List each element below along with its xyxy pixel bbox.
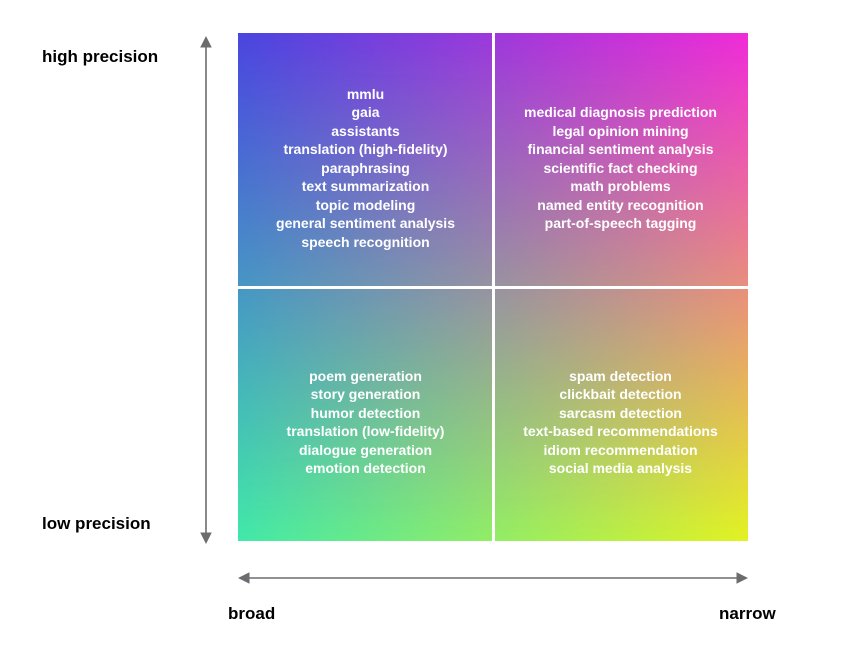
task-item: mmlu: [346, 85, 385, 102]
task-item: translation (low-fidelity): [286, 423, 445, 439]
y-axis-arrowhead-down-icon: [200, 532, 212, 544]
task-item: humor detection: [310, 404, 421, 421]
task-item: social media analysis: [548, 460, 693, 476]
task-item: emotion detection: [305, 460, 426, 476]
y-axis-low-label: low precision: [42, 514, 151, 533]
task-item: clickbait detection: [559, 386, 682, 402]
task-item: sarcasm detection: [559, 404, 682, 421]
task-item: legal opinion mining: [552, 122, 689, 139]
task-item: general sentiment analysis: [276, 215, 455, 232]
y-axis-arrow: [200, 36, 212, 544]
x-axis-arrowhead-left-icon: [238, 572, 250, 584]
task-item: paraphrasing: [321, 159, 410, 176]
task-item: translation (high-fidelity): [283, 141, 448, 158]
task-item: dialogue generation: [298, 441, 432, 458]
task-item: spam detection: [569, 367, 672, 384]
task-item: text-based recommendations: [523, 423, 718, 439]
x-axis-narrow-label: narrow: [719, 604, 776, 623]
task-item: medical diagnosis prediction: [524, 104, 717, 121]
task-item: assistants: [331, 122, 400, 139]
task-item: topic modeling: [315, 196, 416, 213]
quadrant-low-precision-narrow: spam detection clickbait detection sarcasm…: [493, 295, 748, 549]
y-axis-arrowhead-up-icon: [200, 36, 212, 48]
task-item: math problems: [570, 178, 671, 195]
task-item: part-of-speech tagging: [544, 215, 697, 232]
x-axis-broad-label: broad: [228, 604, 276, 623]
task-item: idiom recommendation: [543, 441, 698, 458]
x-axis-arrowhead-right-icon: [736, 572, 748, 584]
task-item: scientific fact checking: [543, 159, 698, 176]
horizontal-divider: [238, 285, 748, 289]
task-item: speech recognition: [301, 233, 430, 250]
task-item: poem generation: [309, 367, 422, 384]
y-axis-high-label: high precision: [42, 47, 159, 66]
quadrant-low-precision-broad: poem generation story generation humor det…: [238, 295, 493, 549]
task-item: text summarization: [301, 178, 430, 195]
x-axis-arrow: [238, 572, 748, 584]
task-item: named entity recognition: [537, 196, 704, 213]
task-item: story generation: [310, 386, 421, 402]
task-item: financial sentiment analysis: [527, 141, 714, 158]
task-item: gaia: [351, 104, 380, 121]
